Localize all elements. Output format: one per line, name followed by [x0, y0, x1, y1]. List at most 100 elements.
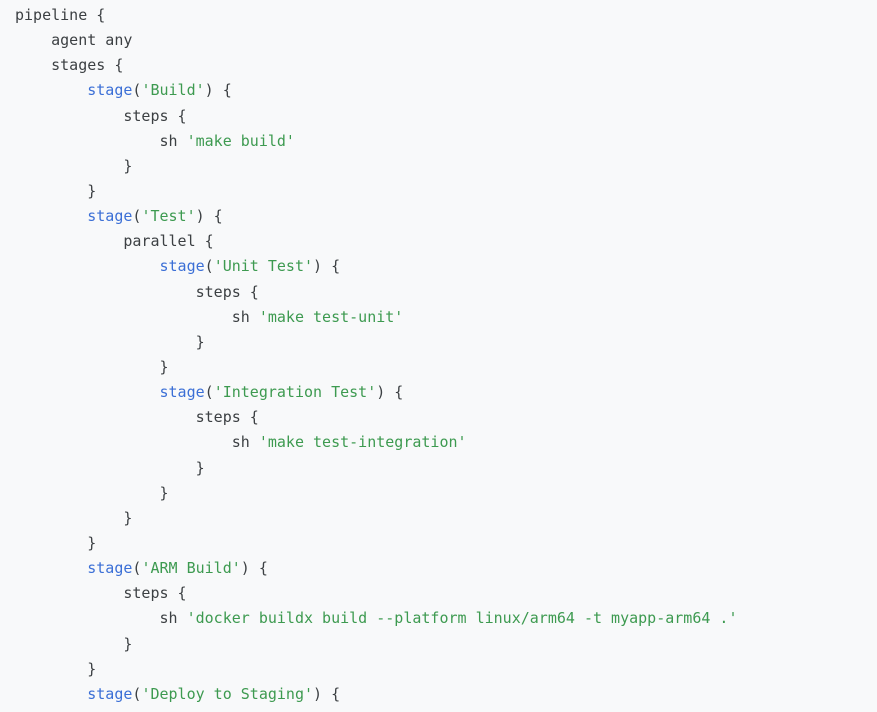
code-line: steps { [15, 280, 877, 305]
code-token: } [87, 533, 97, 552]
code-token: } [195, 458, 205, 477]
code-indent [15, 182, 87, 200]
code-line: stage('Integration Test') { [15, 380, 877, 405]
code-token: sh [159, 131, 187, 150]
code-token: steps { [195, 408, 259, 427]
code-indent [15, 207, 87, 225]
code-indent [15, 257, 160, 275]
code-indent [15, 433, 232, 451]
code-line: stage('Deploy to Staging') { [15, 682, 877, 707]
function-token: stage [159, 257, 205, 276]
code-token: ( [132, 559, 142, 578]
code-line: stage('Test') { [15, 204, 877, 229]
string-token: 'make test-integration' [258, 433, 467, 452]
code-indent [15, 81, 87, 99]
code-line: sh 'make test-integration' [15, 430, 877, 455]
code-token: sh [231, 433, 259, 452]
string-token: 'docker buildx build --platform linux/ar… [186, 609, 738, 628]
code-line: } [15, 506, 877, 531]
code-token: ( [204, 383, 214, 402]
code-line: steps { [15, 581, 877, 606]
code-indent [15, 534, 87, 552]
code-token: sh [231, 307, 259, 326]
code-line: } [15, 154, 877, 179]
code-indent [15, 132, 160, 150]
code-indent [15, 358, 160, 376]
code-line: } [15, 179, 877, 204]
code-indent [15, 31, 51, 49]
code-token: } [87, 181, 97, 200]
code-token: stages { [51, 56, 124, 75]
code-indent [15, 383, 160, 401]
code-indent [15, 484, 160, 502]
code-line: steps { [15, 405, 877, 430]
code-indent [15, 283, 196, 301]
code-token: ) { [376, 383, 404, 402]
code-indent [15, 333, 196, 351]
code-token: steps { [123, 584, 187, 603]
code-token: } [195, 332, 205, 351]
code-line: pipeline { [15, 3, 877, 28]
code-token: } [123, 634, 133, 653]
code-line: sh 'make build' [15, 129, 877, 154]
string-token: 'make build' [186, 131, 295, 150]
code-line: } [15, 330, 877, 355]
code-token: } [159, 357, 169, 376]
code-token: ( [132, 81, 142, 100]
code-line: stages { [15, 53, 877, 78]
code-token: } [123, 508, 133, 527]
code-token: ) { [204, 81, 232, 100]
function-token: stage [87, 207, 133, 226]
code-indent [15, 660, 87, 678]
code-indent [15, 459, 196, 477]
code-indent [15, 559, 87, 577]
code-token: } [123, 156, 133, 175]
code-indent [15, 635, 123, 653]
code-token: ( [204, 257, 214, 276]
string-token: 'Integration Test' [213, 383, 377, 402]
code-token: } [87, 659, 97, 678]
code-token: } [159, 483, 169, 502]
code-line: steps { [15, 104, 877, 129]
code-line: } [15, 355, 877, 380]
code-indent [15, 408, 196, 426]
code-token: agent any [51, 31, 133, 50]
code-token: ) { [240, 559, 268, 578]
string-token: 'Unit Test' [213, 257, 314, 276]
code-indent [15, 308, 232, 326]
function-token: stage [87, 81, 133, 100]
code-token: ) { [313, 684, 341, 703]
code-indent [15, 157, 123, 175]
code-line: } [15, 531, 877, 556]
code-token: steps { [123, 106, 187, 125]
code-indent [15, 584, 123, 602]
code-indent [15, 56, 51, 74]
code-indent [15, 609, 160, 627]
code-line: stage('Unit Test') { [15, 254, 877, 279]
code-token: ( [132, 207, 142, 226]
code-token: steps { [195, 282, 259, 301]
string-token: 'ARM Build' [141, 559, 241, 578]
string-token: 'make test-unit' [258, 307, 404, 326]
string-token: 'Build' [141, 81, 205, 100]
code-line: } [15, 481, 877, 506]
code-line: } [15, 657, 877, 682]
code-token: pipeline { [15, 6, 106, 24]
code-indent [15, 509, 123, 527]
code-line: stage('ARM Build') { [15, 556, 877, 581]
code-token: ( [132, 684, 142, 703]
code-line: } [15, 456, 877, 481]
code-line: sh 'make test-unit' [15, 305, 877, 330]
code-line: } [15, 632, 877, 657]
code-line: parallel { [15, 229, 877, 254]
code-line: sh 'docker buildx build --platform linux… [15, 606, 877, 631]
code-indent [15, 685, 87, 703]
code-token: sh [159, 609, 187, 628]
code-line: stage('Build') { [15, 78, 877, 103]
function-token: stage [87, 559, 133, 578]
code-indent [15, 107, 123, 125]
code-indent [15, 232, 123, 250]
code-token: ) { [313, 257, 341, 276]
function-token: stage [159, 383, 205, 402]
